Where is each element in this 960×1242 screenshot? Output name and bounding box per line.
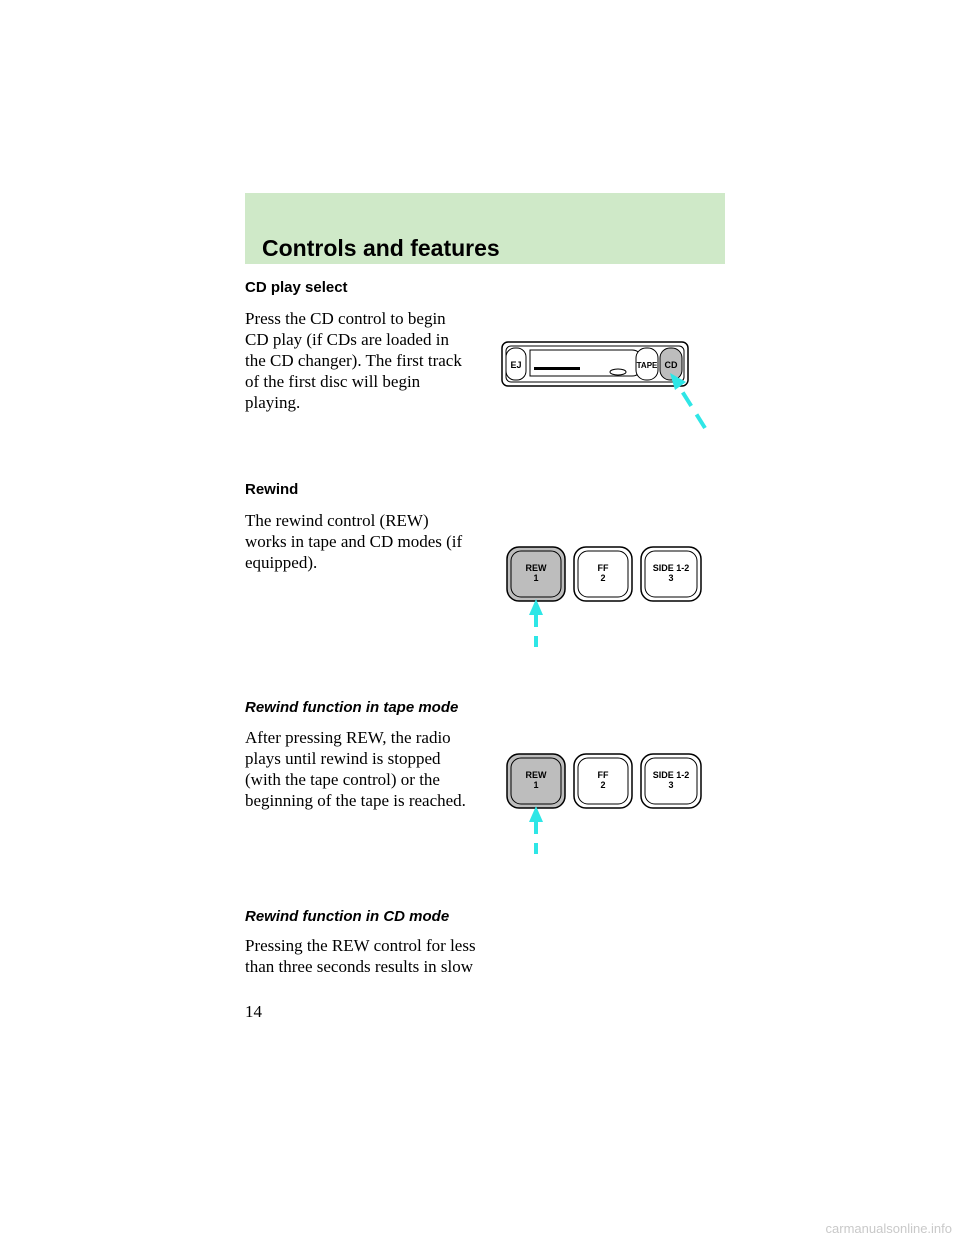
body-rewind-tape-mode: After pressing REW, the radio plays unti… xyxy=(245,728,466,810)
rew-label: REW xyxy=(526,770,548,780)
side-button[interactable] xyxy=(640,753,702,809)
side-button[interactable] xyxy=(640,546,702,602)
header-band: Controls and features xyxy=(245,193,725,264)
heading-rewind-tape-mode: Rewind function in tape mode xyxy=(245,699,459,716)
ff-number: 2 xyxy=(600,573,605,583)
eject-label: EJ xyxy=(510,360,521,370)
ff-button[interactable] xyxy=(573,753,633,809)
heading-rewind: Rewind xyxy=(245,481,299,498)
body-rewind-cd-mode: Pressing the REW control for less than t… xyxy=(245,936,476,976)
buttons-illustration-a: REW 1 FF 2 SIDE 1-2 3 xyxy=(506,546,702,647)
side-number: 3 xyxy=(668,573,673,583)
heading-cd-play-select: CD play select xyxy=(245,279,348,296)
page-number: 14 xyxy=(245,1002,262,1021)
arrow-cd-indicator xyxy=(678,386,707,430)
tape-label: TAPE xyxy=(637,361,658,370)
side-number: 3 xyxy=(668,780,673,790)
eject-button[interactable] xyxy=(505,347,527,381)
brand-logo-icon xyxy=(609,368,627,376)
tape-button[interactable] xyxy=(635,347,659,381)
arrow-head-icon xyxy=(529,806,543,822)
rew-label: REW xyxy=(526,563,548,573)
page-title: Controls and features xyxy=(262,235,500,261)
arrow-head-icon xyxy=(670,373,686,390)
ff-label: FF xyxy=(598,770,609,780)
slot-marker xyxy=(534,367,580,370)
body-cd-play-select: Press the CD control to begin CD play (i… xyxy=(245,309,462,412)
ff-button[interactable] xyxy=(573,546,633,602)
radio-panel-illustration: EJ TAPE CD xyxy=(501,341,707,430)
side-label: SIDE 1-2 xyxy=(653,770,690,780)
rew-number: 1 xyxy=(533,780,538,790)
side-label: SIDE 1-2 xyxy=(653,563,690,573)
ff-number: 2 xyxy=(600,780,605,790)
buttons-illustration-b: REW 1 FF 2 SIDE 1-2 3 xyxy=(506,753,702,854)
heading-rewind-cd-mode: Rewind function in CD mode xyxy=(245,908,450,925)
cd-button[interactable] xyxy=(659,347,683,381)
arrow-head-icon xyxy=(529,599,543,615)
cd-label: CD xyxy=(665,360,678,370)
watermark: carmanualsonline.info xyxy=(825,1221,952,1236)
rew-number: 1 xyxy=(533,573,538,583)
body-rewind: The rewind control (REW) works in tape a… xyxy=(245,511,463,572)
ff-label: FF xyxy=(598,563,609,573)
